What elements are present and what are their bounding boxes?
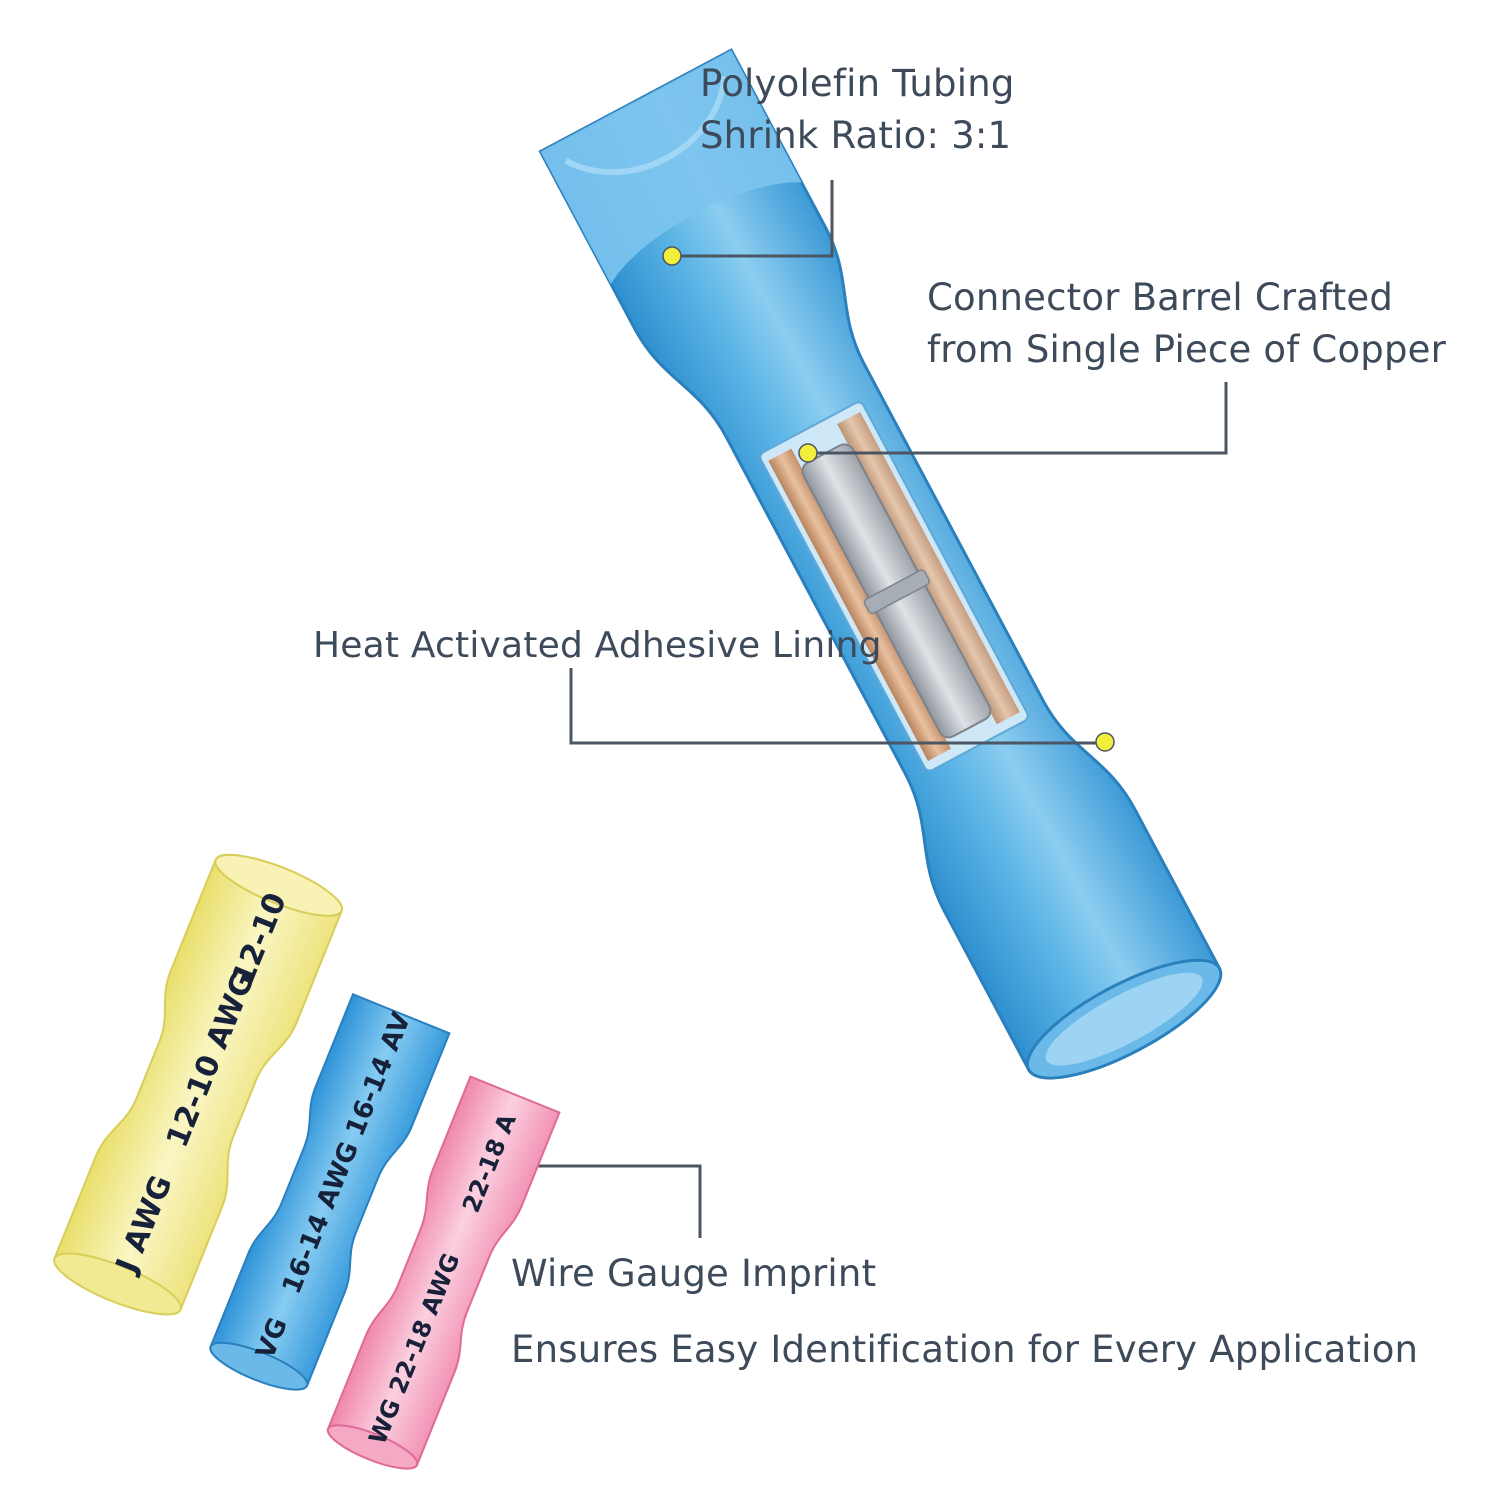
callout-tubing-line2: Shrink Ratio: 3:1 <box>700 114 1012 157</box>
adhesive-leader <box>569 668 1105 745</box>
tubing-leader <box>672 180 834 258</box>
large-connector <box>538 48 1223 1080</box>
callout-connector-barrel: Connector Barrel Crafted from Single Pie… <box>927 272 1446 376</box>
tubing-dot <box>662 246 682 266</box>
callout-leaders <box>518 180 1228 1238</box>
callout-gauge-line2: Ensures Easy Identification for Every Ap… <box>511 1328 1419 1371</box>
callout-tubing-line1: Polyolefin Tubing <box>700 62 1015 105</box>
callout-barrel-line2: from Single Piece of Copper <box>927 328 1447 371</box>
adhesive-lining <box>768 448 951 762</box>
callout-adhesive-line1: Heat Activated Adhesive Lining <box>313 625 882 666</box>
adhesive-dot <box>1095 732 1115 752</box>
barrel-leader <box>808 382 1228 455</box>
blue-connector: VG 16-14 AWG 16-14 AV <box>209 993 451 1391</box>
callout-polyolefin-tubing: Polyolefin Tubing Shrink Ratio: 3:1 <box>700 58 1015 162</box>
open-tube-end <box>540 50 802 285</box>
gauge-leader <box>518 1164 702 1238</box>
pink-connector: WG 22-18 AWG 22-18 A <box>326 1075 561 1470</box>
barrel-dot <box>798 443 818 463</box>
callout-gauge-line1: Wire Gauge Imprint <box>511 1252 877 1295</box>
callout-barrel-line1: Connector Barrel Crafted <box>927 276 1394 319</box>
callout-adhesive-lining: Heat Activated Adhesive Lining <box>313 620 882 672</box>
callout-wire-gauge: Wire Gauge Imprint Ensures Easy Identifi… <box>511 1248 1418 1376</box>
